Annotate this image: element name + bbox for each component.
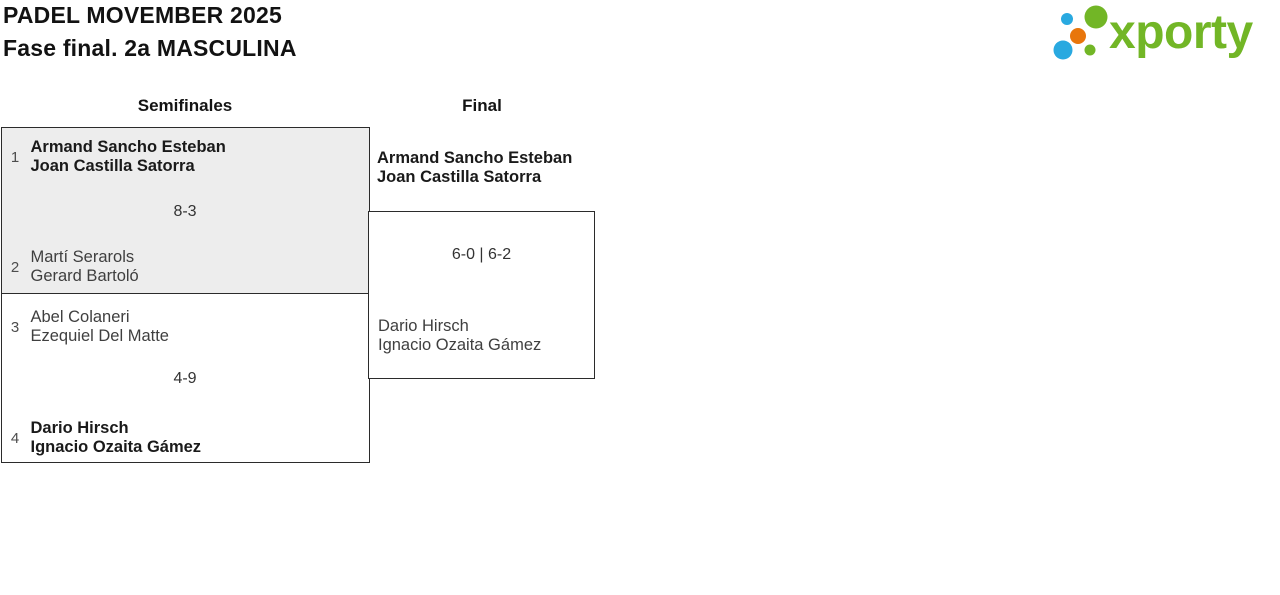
seed-number: 2 [10, 258, 20, 276]
team-row: 4 Dario Hirsch Ignacio Ozaita Gámez [9, 419, 202, 458]
final-team-loser: Dario Hirsch Ignacio Ozaita Gámez [378, 317, 541, 356]
tournament-title: PADEL MOVEMBER 2025 [3, 2, 283, 28]
final-team-winner: Armand Sancho Esteban Joan Castilla Sato… [377, 149, 572, 188]
player-name: Ignacio Ozaita Gámez [30, 438, 202, 457]
player-name: Abel Colaneri [30, 308, 130, 326]
player-name: Joan Castilla Satorra [30, 157, 195, 176]
team-row: 1 Armand Sancho Esteban Joan Castilla Sa… [9, 138, 226, 177]
seed-number: 1 [10, 148, 20, 166]
seed-number: 3 [10, 318, 20, 336]
player-name: Joan Castilla Satorra [377, 168, 542, 187]
match-card-semifinal-1[interactable]: 1 Armand Sancho Esteban Joan Castilla Sa… [0, 127, 370, 295]
player-name: Ignacio Ozaita Gámez [378, 335, 542, 354]
match-score: 4-9 [173, 370, 197, 387]
logo-dots-icon [1053, 5, 1108, 60]
team-players: Dario Hirsch Ignacio Ozaita Gámez [31, 419, 202, 458]
seed-number: 4 [10, 429, 20, 447]
page-title: PADEL MOVEMBER 2025 Fase final. 2a MASCU… [3, 0, 297, 65]
player-name: Armand Sancho Esteban [30, 138, 226, 156]
xporty-logo[interactable]: xporty [1048, 0, 1280, 68]
team-players: Armand Sancho Esteban Joan Castilla Sato… [31, 138, 226, 177]
phase-subtitle: Fase final. 2a MASCULINA [3, 35, 297, 61]
player-name: Dario Hirsch [378, 316, 469, 335]
round-label-final: Final [462, 96, 502, 115]
round-label-semifinals: Semifinales [137, 96, 233, 115]
team-players: Abel Colaneri Ezequiel Del Matte [31, 308, 170, 347]
match-score: 8-3 [173, 203, 197, 220]
team-row: 2 Martí Serarols Gerard Bartoló [9, 248, 139, 287]
team-players: Martí Serarols Gerard Bartoló [31, 248, 139, 287]
player-name: Martí Serarols [30, 248, 135, 266]
player-name: Gerard Bartoló [30, 267, 139, 286]
logo-wordmark: xporty [1109, 6, 1254, 59]
match-card-final[interactable]: 6-0 | 6-2 Dario Hirsch Ignacio Ozaita Gá… [368, 210, 595, 379]
player-name: Ezequiel Del Matte [30, 327, 170, 346]
player-name: Armand Sancho Esteban [377, 149, 573, 167]
final-score: 6-0 | 6-2 [451, 245, 512, 263]
match-card-semifinal-2[interactable]: 3 Abel Colaneri Ezequiel Del Matte 4-9 4… [0, 293, 370, 463]
player-name: Dario Hirsch [30, 419, 129, 437]
team-row: 3 Abel Colaneri Ezequiel Del Matte [9, 308, 170, 347]
